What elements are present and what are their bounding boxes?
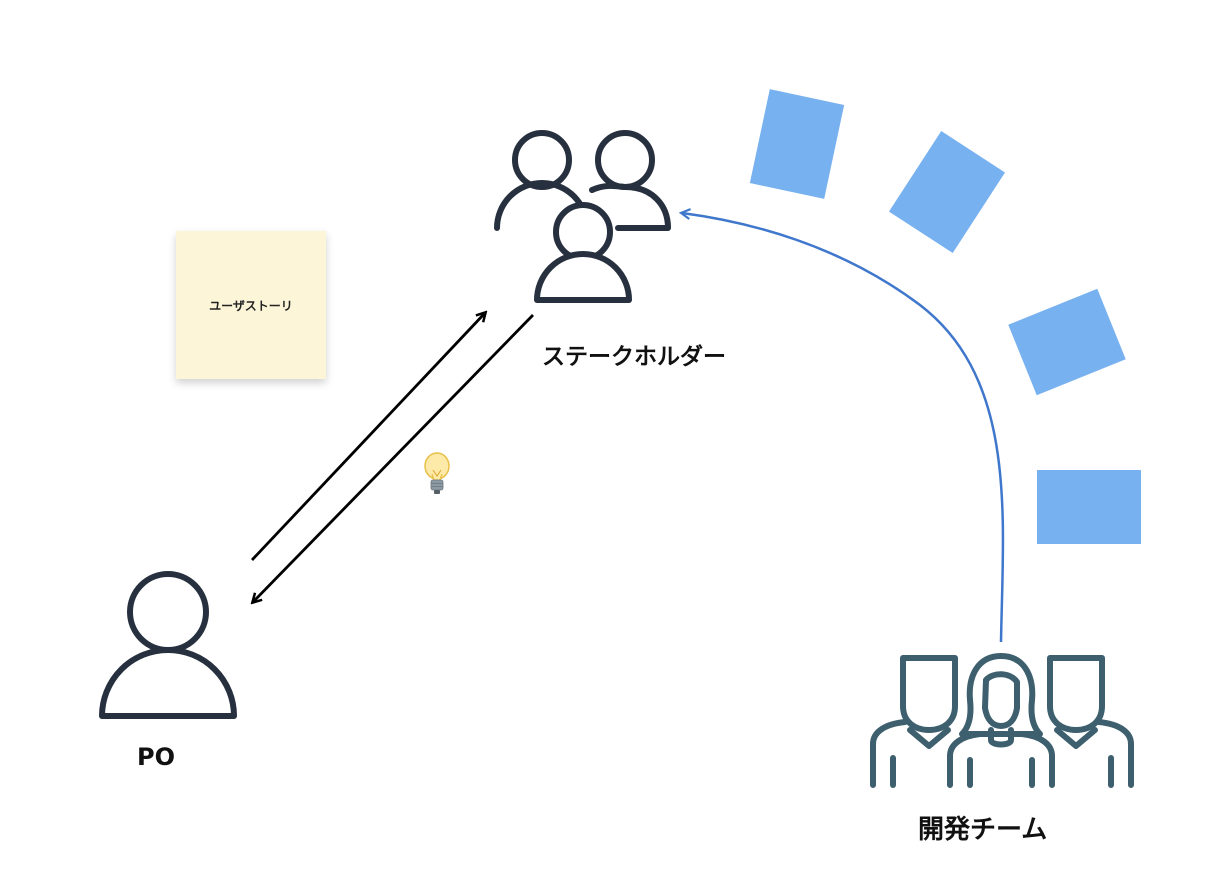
stakeholder-group-icon [494,130,671,303]
work-item-card [749,89,845,199]
work-item-card [1008,288,1126,396]
work-item-card [888,131,1006,253]
sticky-note-label: ユーザストーリ [209,298,293,313]
user-story-sticky-note: ユーザストーリ [176,231,326,379]
lightbulb-icon [424,452,450,494]
po-label: PO [137,743,175,771]
dev-team-label: 開発チーム [918,815,1048,845]
feedback-curve-arrow [682,213,1005,643]
dev-team-icon [870,653,1134,788]
po-person-icon [99,571,237,719]
work-item-card [1037,470,1141,544]
po-to-stakeholder-arrow [250,313,485,561]
stakeholder-label: ステークホルダー [542,344,726,370]
work-item-cards [749,89,1141,544]
stakeholder-to-po-arrow [253,314,535,602]
